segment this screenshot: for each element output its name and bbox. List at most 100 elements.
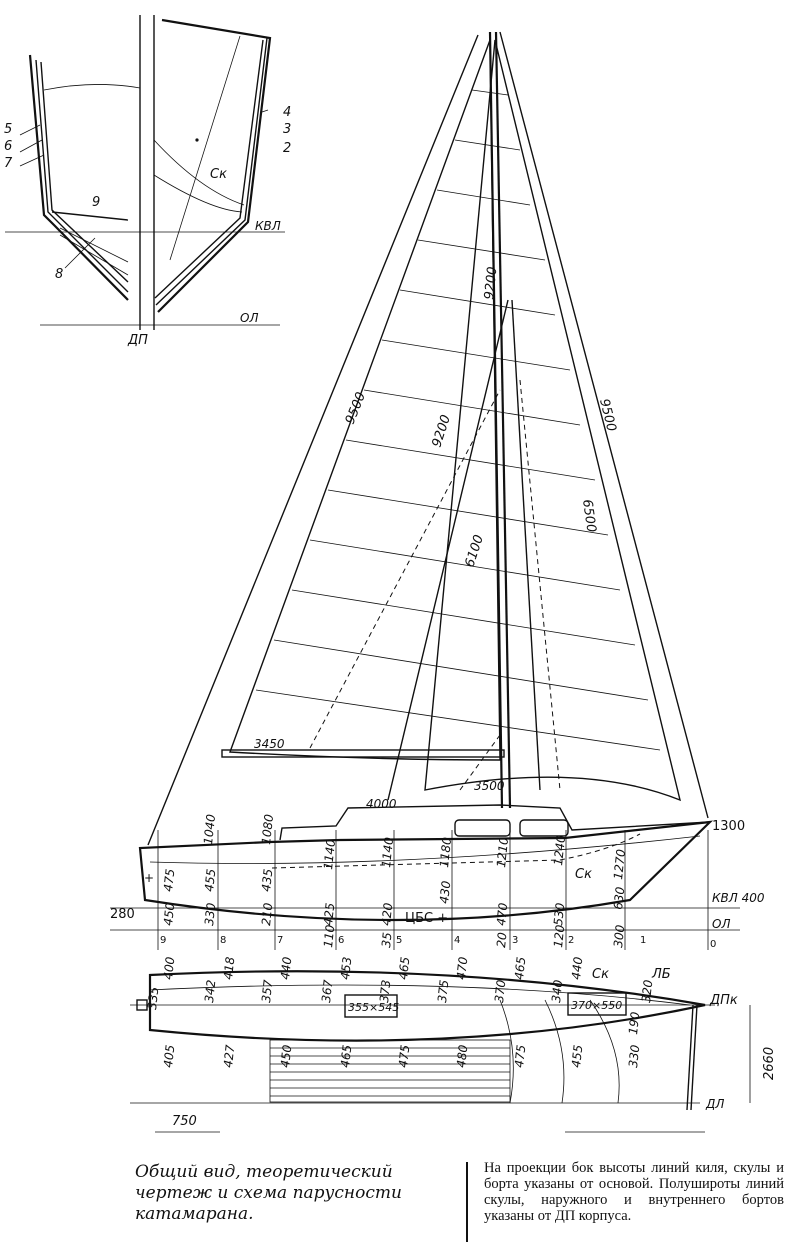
sail-dim-main-luff: 9200 <box>430 413 454 449</box>
plan-inner-375: 375 <box>435 979 451 1003</box>
profile-side-420: 420 <box>379 902 395 927</box>
section-label-7: 7 <box>4 156 13 171</box>
sail-dim-forestay: 9500 <box>343 390 369 426</box>
section-label-5: 5 <box>4 122 12 137</box>
profile-side-455: 455 <box>202 868 218 892</box>
section-label-3: 3 <box>283 122 291 137</box>
plan-chine-label: Ск <box>592 967 609 982</box>
sail-dim-jib-leech: 6500 <box>579 498 598 533</box>
plan-lower-465: 465 <box>338 1044 354 1068</box>
section-label-4: 4 <box>283 105 291 120</box>
section-baseline-label: ОЛ <box>240 311 258 325</box>
sail-dim-foot-1: 3500 <box>474 779 505 793</box>
profile-side-430: 430 <box>437 880 453 905</box>
sail-plan: 9200 9500 9200 9500 6100 6500 3450 3500 … <box>147 31 709 846</box>
plan-inner-340: 340 <box>549 979 565 1004</box>
profile-keel-35: 35 <box>379 932 395 949</box>
profile-side-450: 450 <box>161 902 177 927</box>
plan-hatch-2: 370×550 <box>571 999 622 1012</box>
figure-caption: Общий вид, теоретический чертеж и схема … <box>135 1162 402 1224</box>
profile-top-1040: 1040 <box>201 813 218 845</box>
profile-keel-110: 110 <box>321 924 337 949</box>
plan-upper-418: 418 <box>221 956 237 981</box>
section-label-8: 8 <box>55 267 63 282</box>
plan-spacing-dim: 750 <box>172 1114 197 1129</box>
plan-lower-475b: 475 <box>512 1044 528 1068</box>
profile-side-425: 425 <box>321 902 337 926</box>
profile-plus-mark: + <box>144 871 154 885</box>
plan-lower-450: 450 <box>278 1044 294 1069</box>
profile-top-1240: 1240 <box>551 834 568 866</box>
profile-keel-300: 300 <box>611 924 627 949</box>
profile-keel-120: 120 <box>551 924 567 949</box>
profile-lateral-center-label: ЦБС + <box>405 911 448 926</box>
section-label-6: 6 <box>4 139 12 154</box>
profile-chine-label: Ск <box>575 867 592 882</box>
profile-top-1210: 1210 <box>494 836 511 868</box>
profile-baseline-label: ОЛ <box>712 917 730 931</box>
plan-upper-400: 400 <box>161 956 177 981</box>
profile-left-dim: 280 <box>110 907 135 922</box>
plan-hatch-1: 355×545 <box>348 1001 399 1014</box>
station-9: 9 <box>160 935 166 946</box>
half-breadth-plan: 400 418 440 453 465 470 465 440 335 342 … <box>130 956 777 1133</box>
profile-side-470: 470 <box>494 902 510 927</box>
section-label-2: 2 <box>283 141 291 156</box>
plan-lower-475a: 475 <box>396 1044 412 1068</box>
profile-side-330: 330 <box>202 902 218 927</box>
plan-lb-label: ЛБ <box>651 967 671 982</box>
sail-dim-luff: 9200 <box>482 266 500 300</box>
plan-upper-465a: 465 <box>396 956 412 980</box>
plan-lower-455: 455 <box>569 1044 585 1068</box>
profile-keel-20: 20 <box>494 931 510 948</box>
sail-dim-foot-2: 4000 <box>366 797 397 811</box>
section-waterline-label: КВЛ <box>255 219 281 233</box>
profile-top-1140a: 1140 <box>321 838 338 870</box>
profile-side-630: 630 <box>611 886 627 911</box>
station-5: 5 <box>396 935 402 946</box>
station-2: 2 <box>568 935 574 946</box>
plan-upper-470: 470 <box>454 956 470 981</box>
profile-side-475: 475 <box>161 868 177 892</box>
plan-lower-480: 480 <box>454 1044 470 1069</box>
station-6: 6 <box>338 935 344 946</box>
section-centerline-label: ДП <box>127 333 148 348</box>
figure-note: На проекции бок высоты линий киля, скулы… <box>484 1160 784 1224</box>
sail-dim-boom: 3450 <box>254 737 285 751</box>
plan-dl-label: ДЛ <box>705 1097 724 1111</box>
profile-top-1180: 1180 <box>437 836 454 868</box>
plan-upper-440: 440 <box>278 956 294 981</box>
profile-waterline-label: КВЛ 400 <box>712 891 765 905</box>
section-chine-label: Ск <box>210 167 227 182</box>
profile-side-210: 210 <box>259 902 275 927</box>
caption-divider <box>466 1162 468 1242</box>
side-profile-view: + 1040 1080 1140 1140 1180 1210 1240 127… <box>110 804 765 950</box>
profile-top-1140b: 1140 <box>379 836 396 868</box>
plan-inner-335: 335 <box>145 986 161 1010</box>
plan-inner-342: 342 <box>202 979 218 1003</box>
plan-centerline-label: ДПк <box>709 993 738 1008</box>
station-4: 4 <box>454 935 460 946</box>
station-3: 3 <box>512 935 518 946</box>
profile-side-530: 530 <box>551 902 567 927</box>
plan-upper-465b: 465 <box>512 956 528 980</box>
plan-inner-373: 373 <box>377 979 393 1003</box>
plan-lower-427: 427 <box>221 1044 237 1069</box>
plan-lower-330: 330 <box>626 1044 642 1069</box>
body-section-view: 5 6 7 4 3 2 9 8 Ск КВЛ ОЛ ДП <box>4 15 291 348</box>
plan-inner-320: 320 <box>639 979 655 1004</box>
plan-inner-190: 190 <box>626 1011 642 1036</box>
section-label-9: 9 <box>92 195 100 210</box>
plan-inner-367: 367 <box>319 979 335 1004</box>
plan-upper-453: 453 <box>338 956 354 980</box>
station-8: 8 <box>220 935 226 946</box>
profile-side-435: 435 <box>259 868 275 892</box>
profile-top-1300: 1300 <box>712 819 745 834</box>
station-0: 0 <box>710 939 716 950</box>
plan-inner-357: 357 <box>259 979 275 1004</box>
station-1: 1 <box>640 935 646 946</box>
profile-top-1080: 1080 <box>259 813 276 845</box>
plan-inner-370: 370 <box>492 979 508 1004</box>
plan-width-dim: 2660 <box>762 1047 777 1080</box>
